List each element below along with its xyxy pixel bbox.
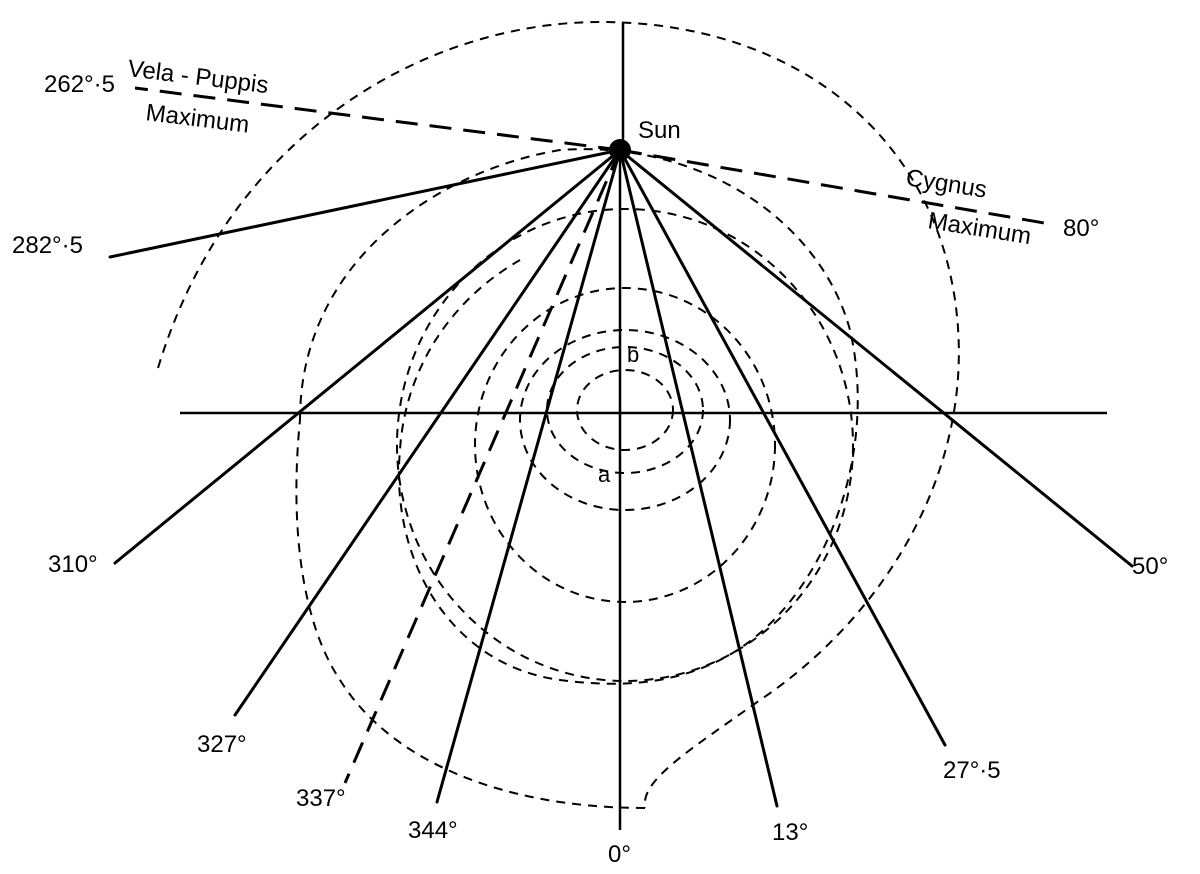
sun-label: Sun	[638, 117, 681, 144]
cygnus-label: Cygnus	[904, 164, 989, 203]
vela-angle-label: 262°·5	[44, 71, 115, 98]
ray-327-label: 327°	[197, 731, 247, 758]
outer-contour	[157, 20, 960, 809]
cygnus-angle-label: 80°	[1063, 215, 1099, 242]
ray-282-main: 282°	[12, 232, 62, 259]
ray-282-5	[108, 148, 622, 259]
contour-label-b: b	[627, 342, 639, 367]
cygnus-maximum-label: Maximum	[926, 207, 1033, 250]
cygnus-maximum-line	[619, 148, 1051, 226]
vela-puppis-maximum-line	[134, 86, 621, 152]
contour-4	[299, 148, 859, 685]
ray-337	[343, 149, 622, 784]
ray-27-main: 27°	[943, 757, 979, 784]
contour-3	[396, 208, 854, 682]
ray-282-frac: ·5	[62, 232, 83, 259]
contour-2	[474, 287, 776, 603]
ray-27-frac: ·5	[979, 757, 1000, 784]
outer-contour-lower	[295, 419, 646, 809]
vela-maximum-label: Maximum	[144, 99, 251, 138]
contour-1	[519, 329, 731, 511]
vela-angle-frac: ·5	[94, 71, 115, 98]
ray-27-5-label: 27°·5	[943, 757, 1001, 784]
ray-310	[113, 148, 622, 565]
ray-50	[618, 148, 1134, 568]
ray-337-label: 337°	[296, 785, 346, 812]
ray-344	[435, 148, 622, 804]
ray-327	[233, 148, 622, 717]
contour-b	[546, 346, 704, 474]
sun-marker	[609, 139, 631, 161]
ray-27-5	[618, 148, 947, 747]
ray-344-label: 344°	[408, 817, 458, 844]
ray-310-label: 310°	[48, 551, 98, 578]
vela-angle-main: 262°	[44, 71, 94, 98]
ray-50-label: 50°	[1132, 553, 1168, 580]
ray-0-label: 0°	[608, 841, 631, 868]
ray-13	[618, 148, 779, 808]
contour-a	[576, 369, 674, 451]
ray-13-label: 13°	[772, 819, 808, 846]
vela-puppis-label: Vela - Puppis	[126, 55, 270, 99]
ray-282-5-label: 282°·5	[12, 232, 83, 259]
contour-label-a: a	[598, 462, 611, 487]
